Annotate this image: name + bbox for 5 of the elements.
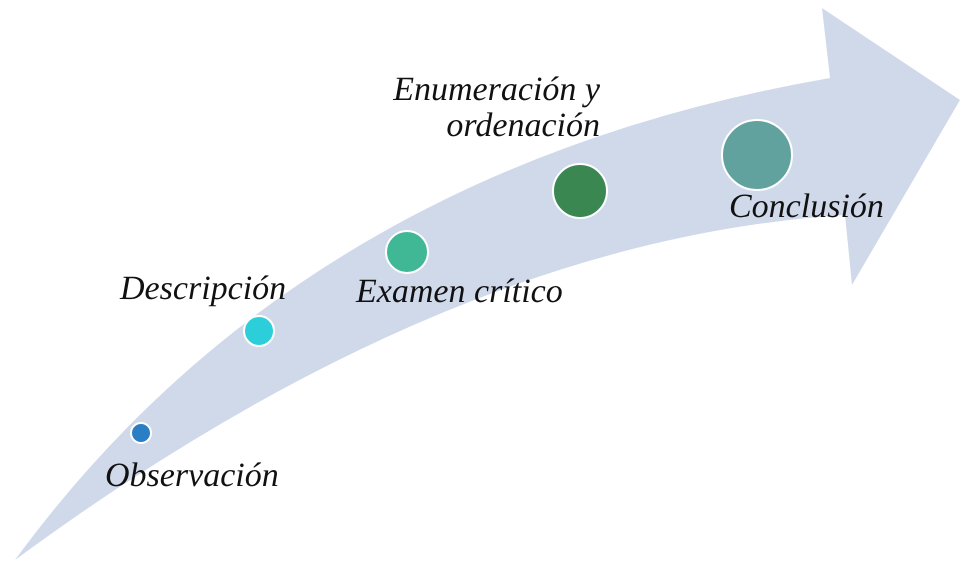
step-label: Observación	[105, 458, 280, 494]
step-label: Enumeración y ordenación	[392, 72, 600, 144]
step-label: Examen crítico	[356, 274, 564, 310]
step-label: Descripción	[120, 271, 288, 307]
step-label: Conclusión	[729, 189, 885, 225]
